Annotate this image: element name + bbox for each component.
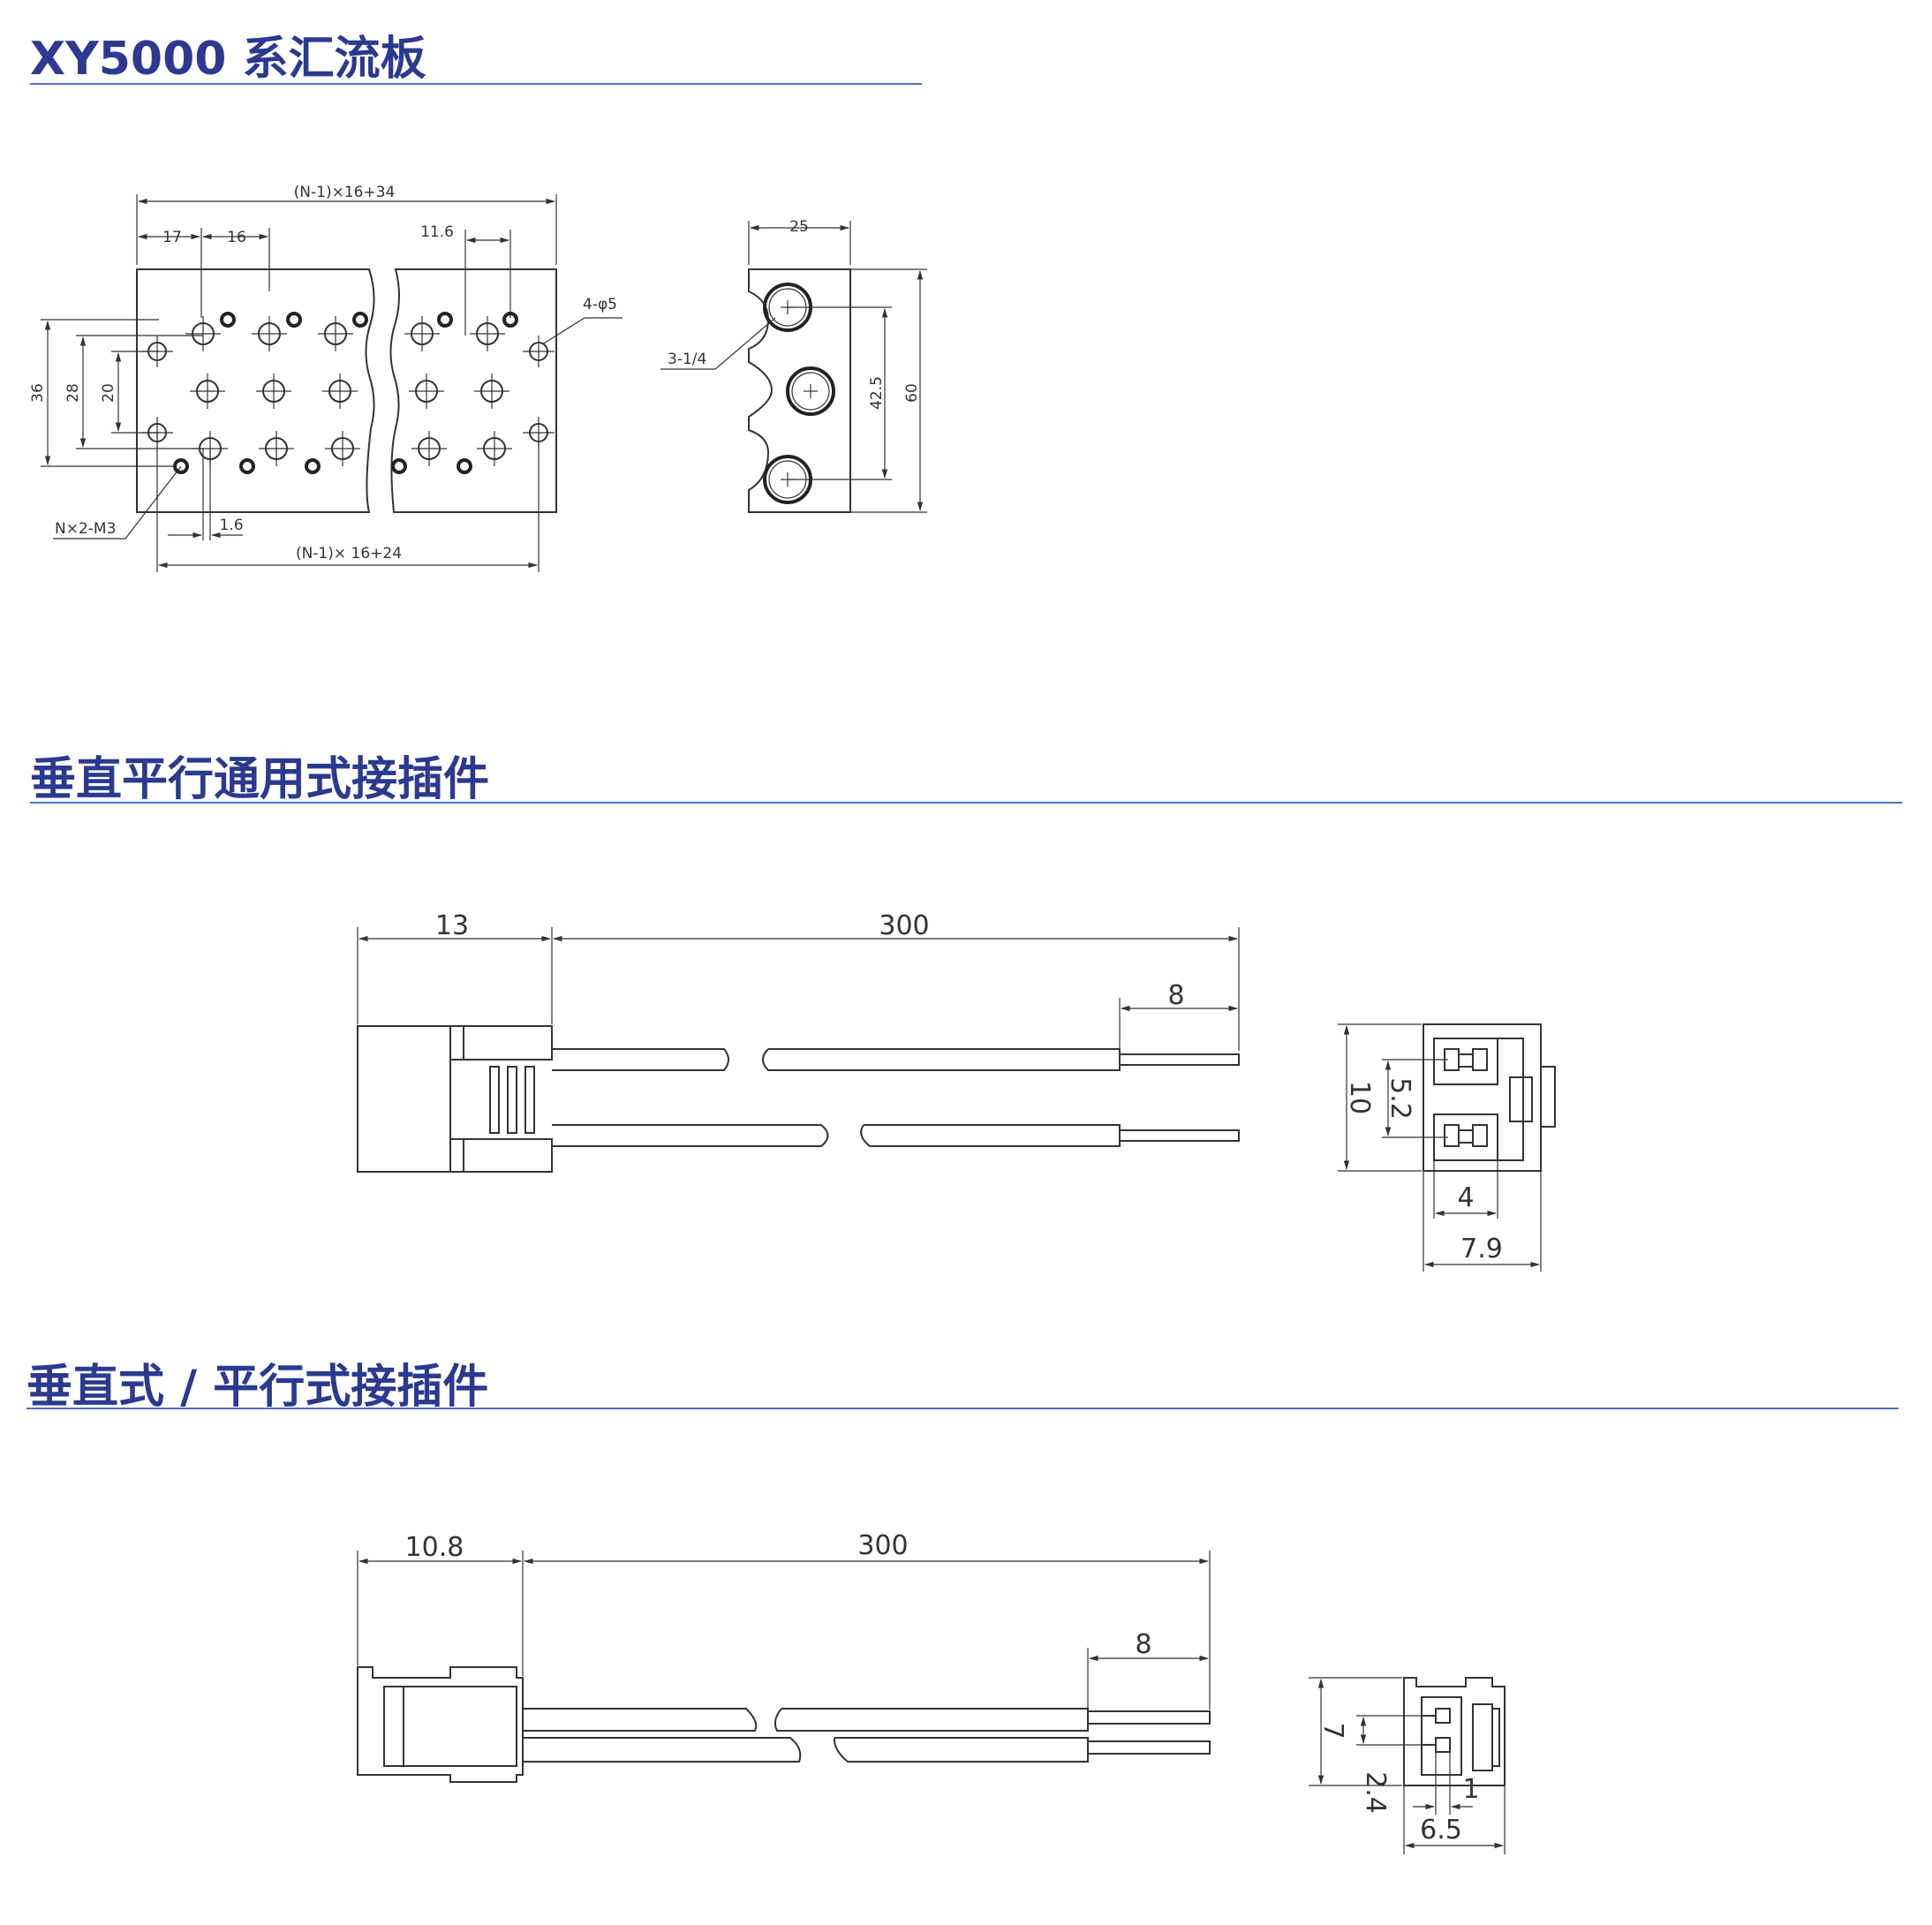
- section-title-universal-connector: 垂直平行通用式接插件: [30, 753, 490, 806]
- dim-pitch-first: 17: [162, 229, 182, 246]
- universal-connector-end-view: 10 5.2 4 7.9: [1338, 1023, 1556, 1272]
- screw-hole: [239, 458, 255, 474]
- dim-offset-right: 11.6: [420, 223, 454, 241]
- universal-connector-side-view: 13 300 8: [357, 910, 1240, 1173]
- dim-pin-width: 1: [1462, 1774, 1479, 1805]
- dim-pitch: 16: [227, 229, 246, 246]
- screw-hole: [352, 312, 368, 328]
- section-title-vp-connector: 垂直式 / 平行式接插件: [26, 1361, 489, 1414]
- vp-connector-side-view: 10.8 300 8: [357, 1530, 1211, 1783]
- dim-h36: 36: [29, 383, 47, 403]
- dim-strip-length: 8: [1167, 980, 1184, 1011]
- manifold-side-view: 25 42.5 60 3-1/4: [660, 218, 927, 513]
- dim-body-length: 10.8: [405, 1532, 464, 1563]
- screw-hole: [173, 458, 189, 474]
- dim-cable-length: 300: [857, 1530, 908, 1561]
- dim-side-width: 25: [789, 218, 809, 236]
- screw-hole: [391, 458, 407, 474]
- dim-pin-pitch: 5.2: [1385, 1077, 1415, 1120]
- screw-hole: [457, 458, 472, 474]
- dim-mount-holes: 4-φ5: [583, 296, 617, 313]
- screw-hole: [220, 312, 236, 328]
- dim-screw-callout: N×2-M3: [55, 520, 116, 538]
- dim-pin-pitch: 2.4: [1360, 1771, 1391, 1814]
- screw-hole: [286, 312, 302, 328]
- section-divider: [30, 83, 922, 85]
- dim-port-callout: 3-1/4: [668, 351, 706, 368]
- dim-offset-small: 1.6: [219, 517, 243, 534]
- screw-hole: [305, 458, 321, 474]
- dim-body-length: 13: [435, 910, 469, 941]
- manifold-body-right: [389, 268, 557, 513]
- dim-side-height: 60: [903, 383, 921, 403]
- section-title-manifold: XY5000 系汇流板: [30, 33, 426, 86]
- vp-connector-end-view: 7 2.4 1 6.5: [1309, 1677, 1506, 1854]
- dim-cable-length: 300: [879, 910, 929, 941]
- dim-h28: 28: [64, 383, 82, 403]
- dim-end-height: 10: [1344, 1081, 1375, 1114]
- dim-end-height: 7: [1317, 1722, 1348, 1739]
- dim-port-pitch: 42.5: [868, 376, 886, 410]
- dim-strip-length: 8: [1135, 1629, 1151, 1660]
- manifold-top-view: (N-1)×16+34 17 16 11.6 4-φ5 36 28 20: [29, 184, 623, 572]
- dim-pin-width: 4: [1457, 1182, 1474, 1213]
- dim-end-width: 7.9: [1460, 1234, 1503, 1264]
- screw-hole: [437, 312, 453, 328]
- section-divider: [30, 802, 1902, 804]
- dim-h20: 20: [100, 383, 117, 403]
- section-divider: [26, 1408, 1898, 1409]
- dim-total-length: (N-1)×16+34: [294, 184, 396, 201]
- dim-hole-span: (N-1)× 16+24: [296, 545, 402, 562]
- manifold-body-left: [136, 268, 375, 513]
- dim-end-width: 6.5: [1420, 1815, 1462, 1846]
- screw-hole: [502, 312, 518, 328]
